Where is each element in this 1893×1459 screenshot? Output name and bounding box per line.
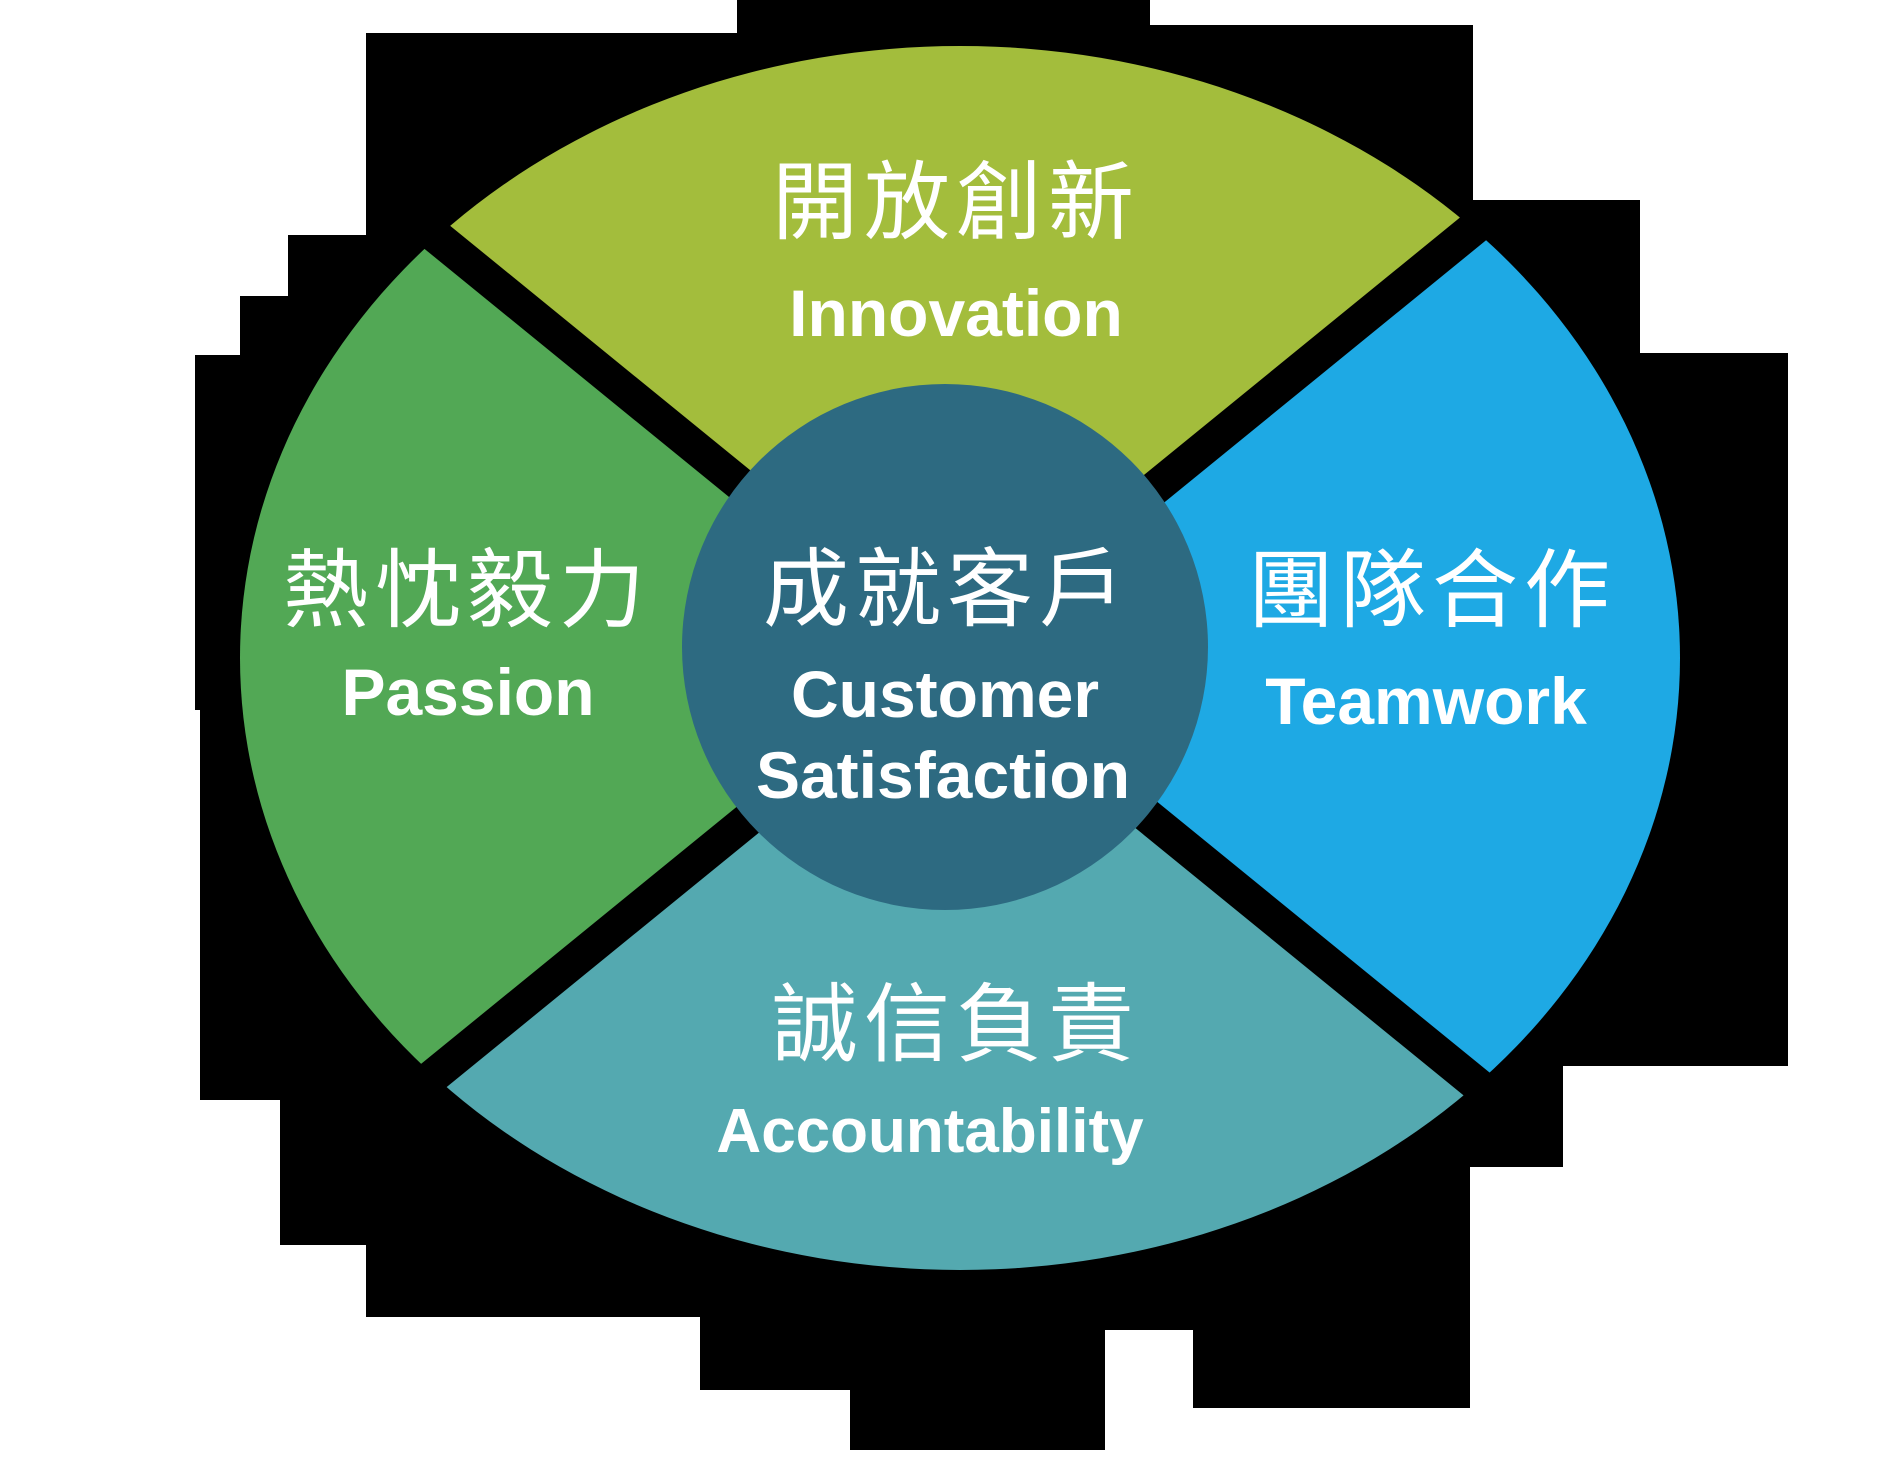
teamwork-label-zh: 團隊合作 xyxy=(1248,541,1616,641)
innovation-label-zh: 開放創新 xyxy=(772,153,1140,253)
customer-satisfaction-label-zh: 成就客戶 xyxy=(763,540,1131,640)
passion-label-zh: 熱忱毅力 xyxy=(283,541,651,641)
accountability-label-zh: 誠信負責 xyxy=(772,975,1140,1075)
teamwork-label-en: Teamwork xyxy=(1265,664,1587,738)
innovation-label-en: Innovation xyxy=(789,276,1123,350)
customer-satisfaction-label-en-line1: Customer xyxy=(790,657,1100,731)
center-hub-circle xyxy=(682,384,1208,910)
customer-satisfaction-label-en-line2: Satisfaction xyxy=(755,738,1131,812)
passion-label-en: Passion xyxy=(341,655,595,729)
accountability-label-en: Accountability xyxy=(716,1097,1144,1166)
